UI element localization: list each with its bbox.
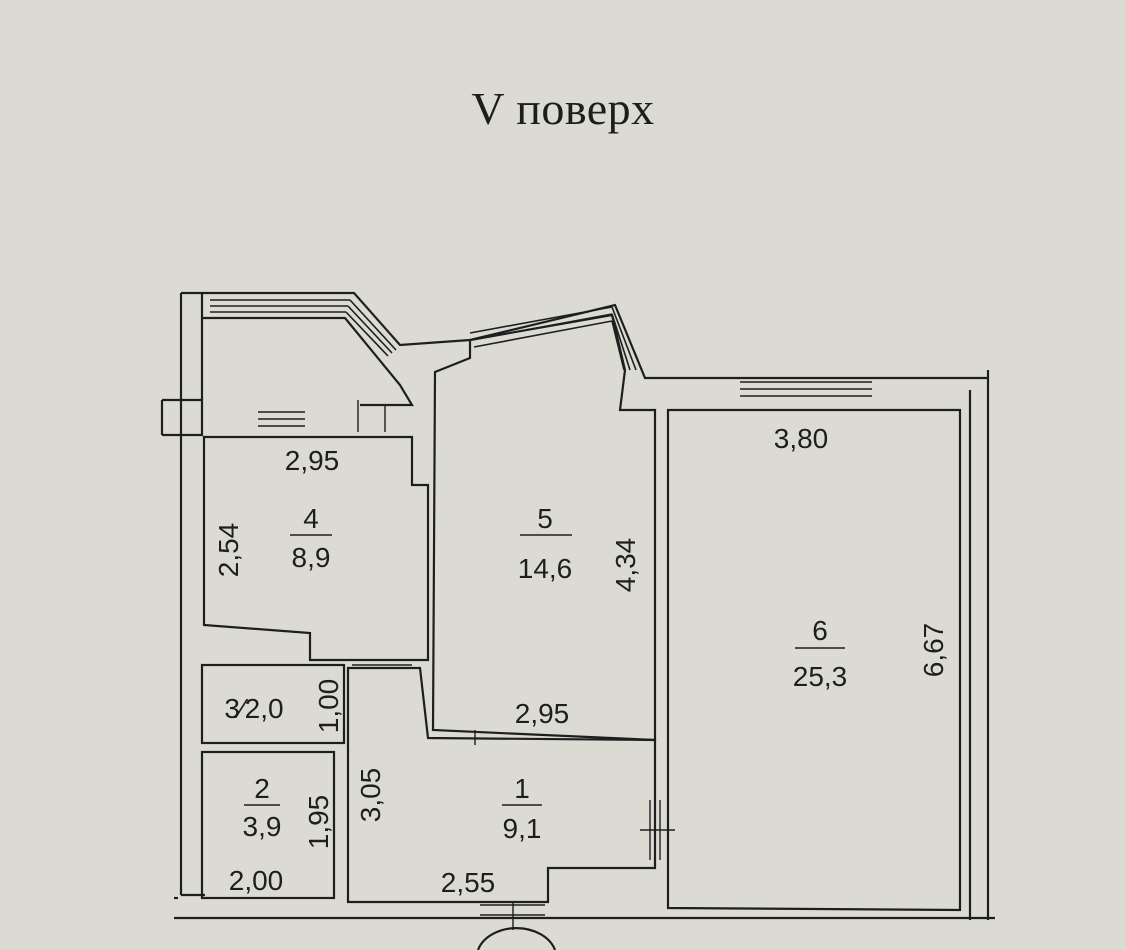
dim-room2-height: 1,95	[303, 795, 334, 850]
room-3-outline	[200, 663, 346, 745]
room-1-area: 9,1	[503, 813, 542, 844]
room-1-number: 1	[514, 773, 530, 804]
dim-room5-width: 2,95	[515, 698, 570, 729]
room-4-area: 8,9	[292, 542, 331, 573]
dim-room4-height: 2,54	[213, 523, 244, 578]
stair-arc	[476, 927, 557, 950]
room-5-number: 5	[537, 503, 553, 534]
room-2-number: 2	[254, 773, 270, 804]
outer-walls	[160, 291, 995, 920]
door-marks	[352, 400, 675, 930]
room-2-outline	[200, 750, 336, 900]
room-6-outline	[666, 408, 962, 912]
dim-room3-height: 1,00	[313, 679, 344, 734]
dim-room5-height: 4,34	[610, 538, 641, 593]
floor-title: V поверх	[471, 83, 655, 134]
room-6-area: 25,3	[793, 661, 848, 692]
room-4-outline	[202, 435, 430, 662]
dim-room1-height: 3,05	[355, 768, 386, 823]
dim-room2-width: 2,00	[229, 865, 284, 896]
dim-room6-height: 6,67	[918, 623, 949, 678]
room-2-area: 3,9	[243, 811, 282, 842]
room-1-outline	[346, 666, 657, 904]
room-5-outline	[431, 313, 657, 742]
room-3-label: 3⁄2,0	[224, 693, 283, 724]
room-4-number: 4	[303, 503, 319, 534]
fraction-bars	[244, 534, 845, 806]
dim-room1-width: 2,55	[441, 867, 496, 898]
room-5-area: 14,6	[518, 553, 573, 584]
dim-room6-width: 3,80	[774, 423, 829, 454]
room-6-number: 6	[812, 615, 828, 646]
dim-room4-width: 2,95	[285, 445, 340, 476]
